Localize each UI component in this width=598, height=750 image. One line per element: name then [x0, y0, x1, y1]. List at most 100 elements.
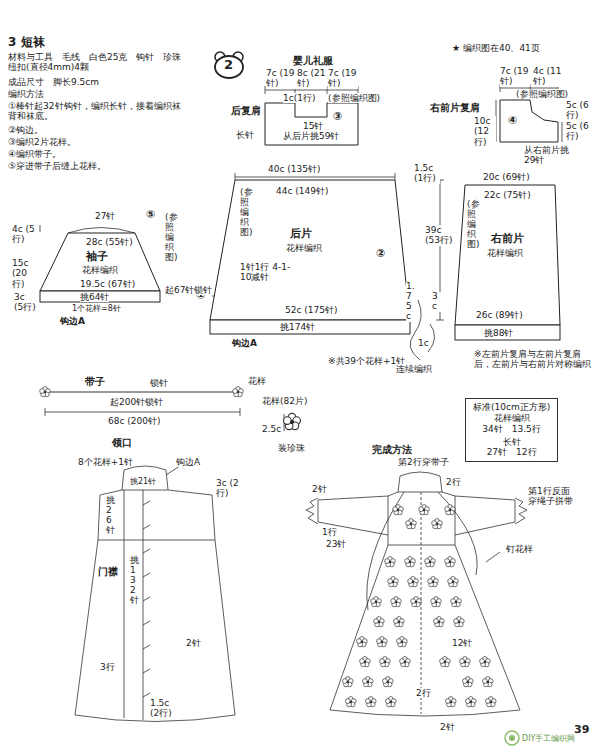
pattern-label: (参照编织图)	[240, 188, 249, 237]
pattern-label: 7c (19针)	[500, 66, 530, 87]
pattern-label: 1.75c	[406, 282, 415, 322]
pattern-label: (参照编织图)	[165, 213, 174, 262]
pattern-label: 挑26针	[106, 496, 115, 536]
piece-note: 花样编织	[286, 243, 322, 253]
pattern-label: 26c (89针)	[476, 310, 523, 320]
pattern-label: 装珍珠	[278, 443, 305, 453]
section-title: 3 短袜	[8, 36, 45, 50]
pattern-label: ②钩边。	[8, 125, 43, 135]
pattern-label: 完成方法	[372, 444, 412, 456]
pattern-label: ④编织带子。	[8, 149, 61, 159]
pattern-label: 23针	[326, 539, 346, 549]
pattern-label: 3c	[432, 292, 441, 312]
pattern-label: (参照编织图)	[516, 89, 568, 99]
pattern-label: 挑174针	[280, 322, 315, 332]
pattern-label: 花样(82片)	[262, 396, 307, 406]
pattern-label: 1行	[322, 527, 337, 537]
pattern-label: 挑88针	[484, 328, 513, 338]
pattern-label: ①棒针起32针钩针，编织长针，接着编织袜背和袜底。	[8, 101, 183, 122]
pattern-label: 5c (6行)	[566, 100, 594, 121]
badge-icon: 2	[214, 52, 244, 78]
piece-name: 后复肩	[231, 105, 261, 117]
pattern-label: DIY手工编织网	[522, 734, 575, 743]
pattern-label: ※共39个花样+1针	[328, 356, 405, 366]
pattern-label: 1.5c (1行)	[414, 163, 440, 184]
pattern-label: 挑21针	[130, 477, 156, 486]
pattern-label: 成品尺寸 脚长9.5cm	[8, 77, 99, 87]
piece-name: 后片	[290, 228, 312, 241]
gauge-text: 花样编织	[473, 413, 550, 423]
piece-note: 花样编织	[82, 265, 118, 275]
pattern-label: 44c (149针)	[276, 186, 328, 196]
pattern-label: 第2行穿带子	[398, 457, 449, 467]
pattern-label: 起67针锁针	[165, 285, 212, 295]
pattern-label: 钩边A	[232, 338, 257, 348]
pattern-label: 2针	[186, 638, 201, 648]
pattern-label: 15c (20行)	[12, 258, 36, 289]
pattern-label: 8个花样+1针	[78, 457, 133, 467]
pattern-label: 52c (175针)	[285, 305, 337, 315]
pattern-label: 2行	[416, 688, 431, 698]
pattern-label: 19.5c (67针)	[80, 279, 135, 289]
pattern-label: 花样	[248, 376, 266, 386]
pattern-label: 5c (6行)	[566, 121, 594, 142]
piece-note: 花样编织	[487, 248, 523, 258]
pattern-label: 7c (19针)	[266, 68, 296, 89]
pattern-label: ④	[508, 115, 517, 128]
pattern-label: 7c (19针)	[328, 68, 358, 89]
pattern-label: 2针	[440, 722, 455, 732]
pattern-label: 68c (200针)	[108, 416, 160, 426]
pattern-label: 带子	[85, 376, 105, 388]
pattern-label: 2.5c	[262, 424, 281, 434]
pattern-label: (参照编织图)	[328, 93, 380, 103]
gauge-text: 长针	[473, 437, 550, 447]
pattern-label: 28c (55针)	[86, 237, 133, 247]
pattern-label: 39c (53行)	[425, 225, 453, 246]
pattern-label: 领口	[112, 437, 132, 449]
pattern-label: 起200针锁针	[110, 397, 163, 407]
pattern-label: ②	[376, 248, 385, 261]
piece-name: 右前片复肩	[430, 102, 480, 114]
gauge-text: 标准(10cm正方形)	[473, 402, 550, 412]
pattern-label: 第1行反面穿绳子拼带	[528, 486, 578, 507]
pattern-label: 40c (135针)	[268, 164, 320, 174]
pattern-label: 4c (11针)	[533, 66, 563, 87]
pattern-label: 挑132针	[130, 556, 139, 605]
pattern-label: 钩边A	[176, 457, 200, 467]
piece-name: 右前片	[491, 233, 524, 246]
pattern-label: 长针	[236, 130, 254, 140]
pattern-label: 锁针	[150, 378, 168, 388]
gauge-text: 27针 12行	[473, 447, 550, 457]
pattern-label: 钩边A	[60, 316, 85, 326]
pattern-label: 3c (2行)	[216, 478, 242, 499]
piece-name: 2	[224, 58, 233, 73]
pattern-label: ⑤穿进带子后缝上花样。	[8, 161, 106, 171]
pattern-label: 1针1行 4-1-10减针	[240, 262, 292, 283]
pattern-label: 2针	[312, 484, 327, 494]
pattern-label: 连续编织	[396, 364, 432, 374]
pattern-label: 编织方法	[8, 89, 44, 99]
pattern-label: ③	[333, 111, 342, 124]
gauge-box: 标准(10cm正方形)花样编织34针 13.5行长针27针 12行	[465, 398, 558, 462]
pattern-label: ③编织2片花样。	[8, 137, 76, 147]
pattern-label: 钉花样	[506, 544, 533, 554]
pattern-label: 从右前片挑29针	[524, 145, 576, 166]
pattern-label: 1.5c (2行)	[150, 698, 180, 719]
pattern-label: 2行	[446, 477, 461, 487]
pattern-label: 从后片挑59针	[283, 131, 339, 141]
pattern-label: 婴儿礼服	[293, 55, 333, 67]
pattern-label: 1个花样=8针	[72, 304, 121, 313]
piece-name: 袖子	[86, 251, 108, 264]
pattern-label: 10c (12行)	[474, 116, 496, 147]
pattern-label: 挑64针	[80, 292, 109, 302]
gauge-text: 34针 13.5行	[473, 424, 550, 434]
pattern-label: 1c(1行)	[283, 93, 315, 103]
pattern-label: 3c (5行)	[14, 292, 36, 313]
pattern-label: 门襟	[98, 566, 118, 578]
pattern-label: 8c (21针)	[297, 68, 327, 89]
pattern-label: ⑤	[146, 209, 155, 222]
pattern-label: 39	[574, 724, 589, 737]
pattern-label: 27针	[95, 211, 115, 221]
pattern-label: ★ 编织图在40、41页	[452, 43, 540, 53]
pattern-label: 1c	[418, 338, 429, 348]
